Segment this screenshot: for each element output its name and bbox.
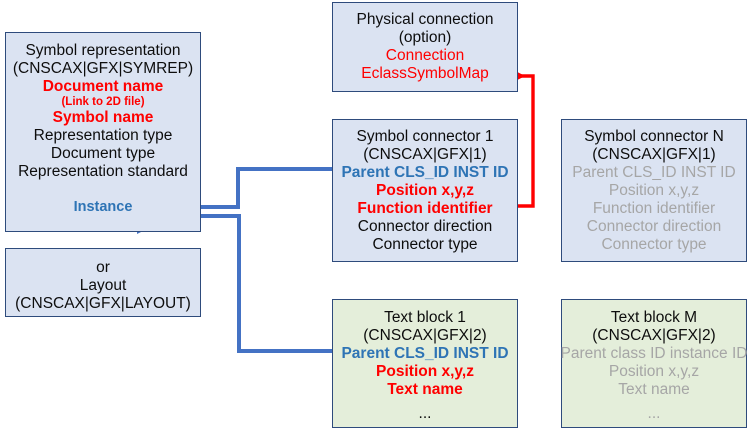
box-line: (CNSCAX|GFX|2) — [592, 326, 716, 344]
box-line: Parent CLS_ID INST ID — [572, 163, 736, 181]
box-physical-connection[interactable]: Physical connection (option) Connection … — [332, 2, 518, 92]
box-line: Parent class ID instance ID — [560, 344, 748, 362]
box-line: or — [96, 259, 110, 277]
box-line: Function identifier — [357, 199, 493, 217]
box-line: (CNSCAX|GFX|1) — [363, 145, 487, 163]
box-line: Text name — [618, 380, 690, 398]
box-line: (CNSCAX|GFX|SYMREP) — [12, 59, 194, 77]
box-text-block-m[interactable]: Text block M (CNSCAX|GFX|2) Parent class… — [561, 299, 747, 428]
box-line: Text block M — [610, 309, 698, 326]
box-text-block-1[interactable]: Text block 1 (CNSCAX|GFX|2) Parent CLS_I… — [332, 299, 518, 428]
box-symbol-representation[interactable]: Symbol representation (CNSCAX|GFX|SYMREP… — [5, 32, 201, 232]
box-line: EclassSymbolMap — [361, 64, 489, 82]
box-line: Text block 1 — [384, 309, 466, 326]
box-line: Parent CLS_ID INST ID — [341, 163, 509, 181]
box-line: Connector direction — [586, 217, 722, 235]
box-line: Representation standard — [18, 163, 188, 181]
box-line: Connector type — [601, 235, 707, 253]
box-layout[interactable]: or Layout (CNSCAX|GFX|LAYOUT) — [5, 248, 201, 317]
box-line: Symbol name — [52, 109, 154, 127]
box-line: Position x,y,z — [376, 362, 474, 380]
box-symbol-connector-1[interactable]: Symbol connector 1 (CNSCAX|GFX|1) Parent… — [332, 119, 518, 262]
box-line: (CNSCAX|GFX|2) — [363, 326, 487, 344]
box-line: Text name — [387, 380, 463, 398]
box-symbol-connector-n[interactable]: Symbol connector N (CNSCAX|GFX|1) Parent… — [561, 119, 747, 262]
box-line: Connection — [385, 46, 465, 64]
box-line: Symbol connector 1 — [356, 128, 494, 145]
box-line: Physical connection — [356, 11, 494, 28]
box-line: (CNSCAX|GFX|LAYOUT) — [15, 294, 191, 312]
box-line: (CNSCAX|GFX|1) — [592, 145, 716, 163]
box-line: Representation type — [33, 127, 173, 145]
box-line: Position x,y,z — [608, 362, 700, 380]
instance-label: Instance — [73, 199, 133, 216]
box-line: Connector type — [372, 235, 478, 253]
box-line: Position x,y,z — [608, 181, 700, 199]
box-line: (Link to 2D file) — [61, 95, 145, 108]
box-line: Document name — [42, 77, 164, 95]
box-line: Function identifier — [592, 199, 716, 217]
box-line: (option) — [398, 28, 452, 46]
box-line: Document type — [50, 145, 156, 163]
box-line: Symbol connector N — [584, 128, 724, 145]
box-line: ... — [647, 404, 661, 422]
box-line: Position x,y,z — [376, 181, 474, 199]
box-line: Symbol representation — [25, 42, 181, 59]
box-line: Layout — [79, 277, 127, 295]
box-line: Parent CLS_ID INST ID — [341, 344, 509, 362]
box-line: ... — [418, 404, 432, 422]
box-line: Connector direction — [357, 217, 493, 235]
